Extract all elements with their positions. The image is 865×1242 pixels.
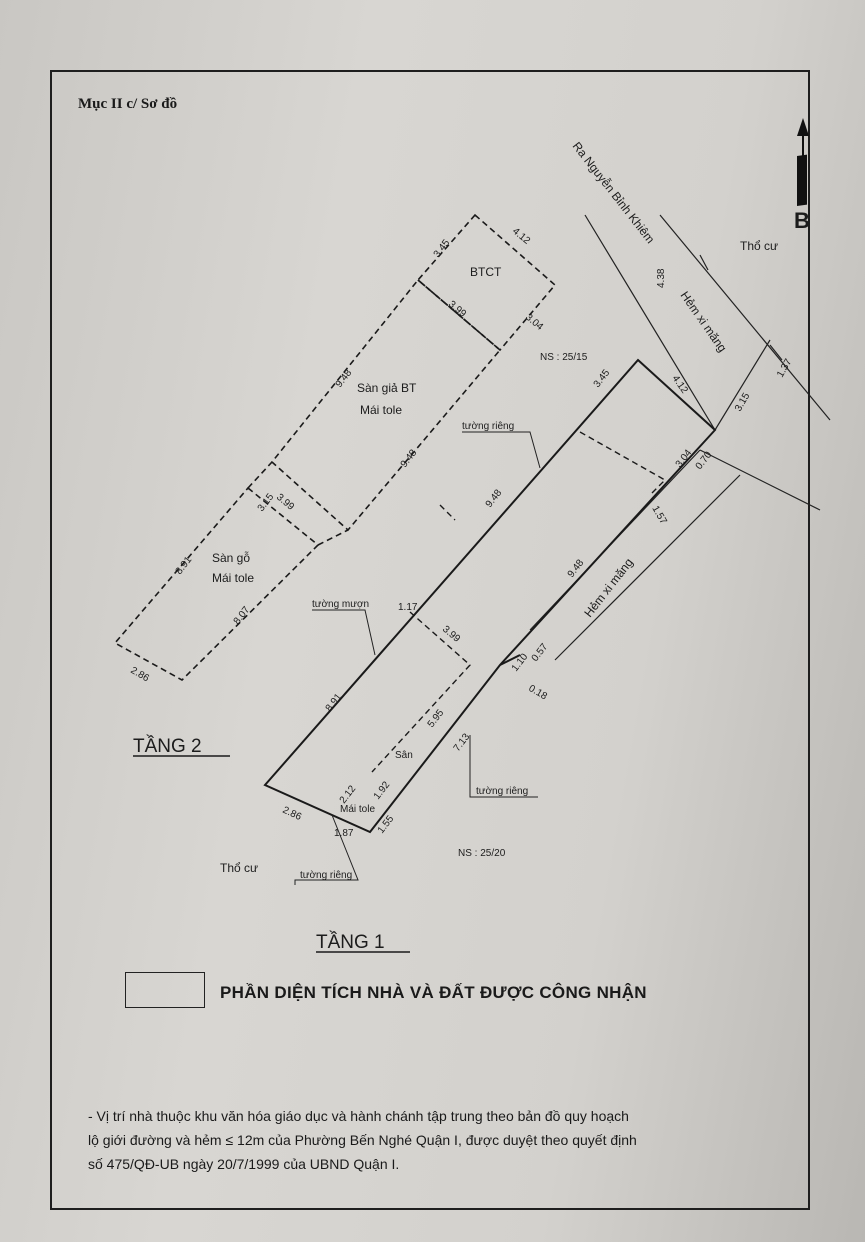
tuong-muon-label: tường mượn: [312, 599, 369, 610]
dim-157: 1.57: [649, 504, 668, 527]
floor2-outline: [113, 213, 557, 681]
legend-text: PHẦN DIỆN TÍCH NHÀ VÀ ĐẤT ĐƯỢC CÔNG NHẬN: [220, 983, 647, 1002]
dim-891-a: 8.91: [174, 554, 195, 576]
dim-948-d: 9.48: [566, 557, 587, 579]
dim-412-top: 4.12: [510, 226, 532, 247]
dim-018: 0.18: [527, 683, 550, 702]
floor1-inner-dashed: [371, 431, 667, 773]
dim-345-top: 3.45: [432, 237, 453, 259]
street-label-hem-top: Hẻm xi măng: [678, 289, 730, 355]
san-gia-bt-label: Sàn giả BT: [357, 381, 417, 395]
dim-399-a: 3.99: [446, 299, 468, 320]
mai-tole-1-label: Mái tole: [360, 403, 402, 417]
tuong-rieng-top-label: tường riêng: [462, 421, 514, 432]
mai-tole-2-label: Mái tole: [212, 571, 254, 585]
dim-286-a: 2.86: [129, 665, 152, 684]
dim-399-b: 3.99: [274, 492, 296, 513]
floor1-outline: [263, 358, 717, 834]
tho-cu-bottom-label: Thổ cư: [220, 861, 258, 875]
dim-438: 4.38: [656, 268, 667, 288]
san-label: Sân: [395, 750, 413, 761]
dim-304-top: 3.04: [523, 312, 545, 333]
dim-948-a: 9.48: [334, 367, 355, 389]
leader-lines: [294, 431, 541, 885]
tuong-rieng-bottom-label: tường riêng: [300, 870, 352, 881]
ns-top-label: NS : 25/15: [540, 352, 588, 363]
lane-lines: [529, 214, 831, 661]
dim-891-b: 8.91: [324, 691, 345, 713]
tho-cu-top-label: Thổ cư: [740, 239, 778, 253]
street-label-nguyen-binh-khiem: Ra Nguyễn Bỉnh Khiêm: [570, 139, 659, 247]
floor2-title: TẦNG 2: [133, 735, 202, 757]
floor1-title: TẦNG 1: [316, 931, 385, 953]
north-letter: B: [794, 208, 810, 233]
mai-tole-floor1-label: Mái tole: [340, 804, 375, 815]
dim-948-b: 9.48: [399, 447, 420, 469]
dim-137: 1.37: [775, 357, 794, 380]
dim-286-b: 2.86: [281, 805, 304, 823]
north-arrow: B: [794, 118, 810, 233]
section-title: Mục II c/ Sơ đồ: [78, 96, 178, 112]
ns-bottom-label: NS : 25/20: [458, 848, 506, 859]
dim-117: 1.17: [398, 602, 418, 613]
document-frame: [50, 70, 810, 1210]
btct-label: BTCT: [470, 265, 502, 279]
tuong-rieng-mid-label: tường riêng: [476, 786, 528, 797]
dim-110: 1.10: [510, 651, 531, 673]
note-line-1: - Vị trí nhà thuộc khu văn hóa giáo dục …: [88, 1108, 629, 1124]
dim-315-b: 3.15: [733, 391, 752, 414]
san-go-label: Sàn gỗ: [212, 550, 250, 565]
dim-155: 1.55: [376, 813, 397, 835]
dim-948-c: 9.48: [484, 487, 505, 509]
dim-807: 8.07: [232, 604, 253, 626]
dim-345-b: 3.45: [592, 367, 613, 389]
dim-713: 7.13: [452, 731, 473, 753]
dim-212: 2.12: [338, 783, 359, 805]
note-line-3: số 475/QĐ-UB ngày 20/7/1999 của UBND Quậ…: [88, 1156, 400, 1172]
dim-57: 0.57: [530, 641, 551, 663]
note-line-2: lộ giới đường và hẻm ≤ 12m của Phường Bế…: [88, 1132, 637, 1148]
legend-swatch: [125, 972, 205, 1008]
dim-187: 1.87: [334, 828, 354, 839]
dim-315-a: 3.15: [256, 491, 277, 513]
dim-192: 1.92: [372, 779, 393, 801]
